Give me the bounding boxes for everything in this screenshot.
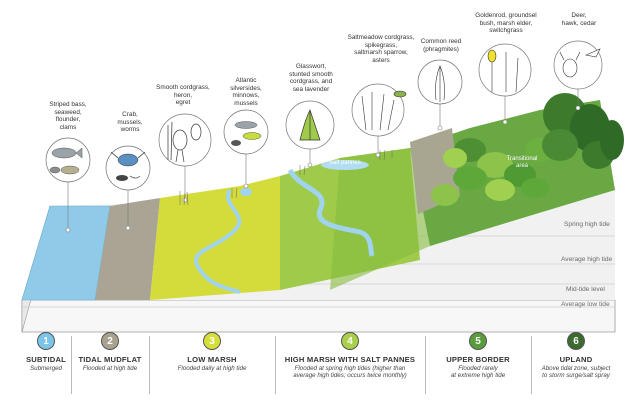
label-mid-tide-level: Mid-tide level xyxy=(566,286,605,293)
zone-name: HIGH MARSH WITH SALT PANNES xyxy=(284,355,416,364)
label-upper-border-species: Goldenrod, groundsel bush, marsh elder, … xyxy=(475,12,537,35)
zone-description: Flooded rarely at extreme high tide xyxy=(450,365,506,380)
crab-icon xyxy=(110,151,146,181)
label-high-marsh-plants: Glasswort, stunted smooth cordgrass, and… xyxy=(289,63,333,93)
tidal-creek-low xyxy=(193,188,242,294)
label-low-marsh-fish: Atlantic silversides, minnows, mussels xyxy=(230,77,262,107)
zone-number-badge: 2 xyxy=(101,332,119,350)
zone-name: UPPER BORDER xyxy=(446,355,510,364)
zone-description: Flooded at high tide xyxy=(82,365,138,372)
zone-divider xyxy=(149,336,150,394)
zone-number-badge: 4 xyxy=(341,332,359,350)
zone-number-badge: 3 xyxy=(203,332,221,350)
mudflat-surface xyxy=(95,198,160,300)
low-marsh-surface xyxy=(150,176,280,300)
zone-number-badge: 6 xyxy=(567,332,585,350)
salt-panne xyxy=(321,160,369,170)
zone-name: TIDAL MUDFLAT xyxy=(78,355,142,364)
cordgrass-icon xyxy=(361,90,407,131)
zone-name: UPLAND xyxy=(559,355,593,364)
zone-divider xyxy=(71,336,72,394)
low-marsh-pool xyxy=(240,188,252,196)
deer-icon xyxy=(559,48,601,78)
label-phragmites: Common reed (phragmites) xyxy=(420,38,462,53)
zone-divider xyxy=(275,336,276,394)
zone-name: LOW MARSH xyxy=(187,355,237,364)
phragmites-icon xyxy=(435,65,445,102)
label-high-marsh-species: Saltmeadow cordgrass, spikegrass, saltma… xyxy=(347,34,415,64)
zone-description: Submerged xyxy=(30,365,62,372)
goldenrod-icon xyxy=(487,49,519,93)
zone-divider xyxy=(531,336,532,394)
minnow-icon xyxy=(231,121,262,146)
label-average-high-tide: Average high tide xyxy=(561,256,613,263)
label-salt-pannes: Salt pannes xyxy=(329,160,361,166)
zone-number-badge: 1 xyxy=(37,332,55,350)
zone-divider xyxy=(425,336,426,394)
zone-name: SUBTIDAL xyxy=(26,355,66,364)
fish-icon xyxy=(49,147,83,175)
label-spring-high-tide: Spring high tide xyxy=(564,221,610,228)
label-low-marsh-species: Smooth cordgrass, heron, egret xyxy=(156,84,210,107)
label-mudflat-species: Crab, mussels, worms xyxy=(117,111,143,134)
heron-icon xyxy=(167,121,202,163)
glasswort-icon xyxy=(299,109,321,141)
zone-description: Flooded at spring high tides (higher tha… xyxy=(293,365,407,380)
zone-description: Above tidal zone, subject to storm surge… xyxy=(541,365,611,380)
label-subtidal-species: Striped bass, seaweed, flounder, clams xyxy=(49,101,87,131)
tidal-creek-high xyxy=(287,168,375,257)
label-average-low-tide: Average low tide xyxy=(561,301,610,308)
marsh-grass xyxy=(179,149,393,206)
label-transitional-area: Transitional area xyxy=(506,156,538,169)
high-marsh-surface-2 xyxy=(330,148,430,290)
label-upland-species: Deer, hawk, cedar xyxy=(561,12,597,27)
callout-pointers xyxy=(65,89,581,233)
zone-description: Flooded daily at high tide xyxy=(177,365,247,372)
upland-trees xyxy=(542,93,624,169)
zone-number-badge: 5 xyxy=(469,332,487,350)
front-face xyxy=(21,299,616,333)
subtidal-water xyxy=(21,205,111,301)
